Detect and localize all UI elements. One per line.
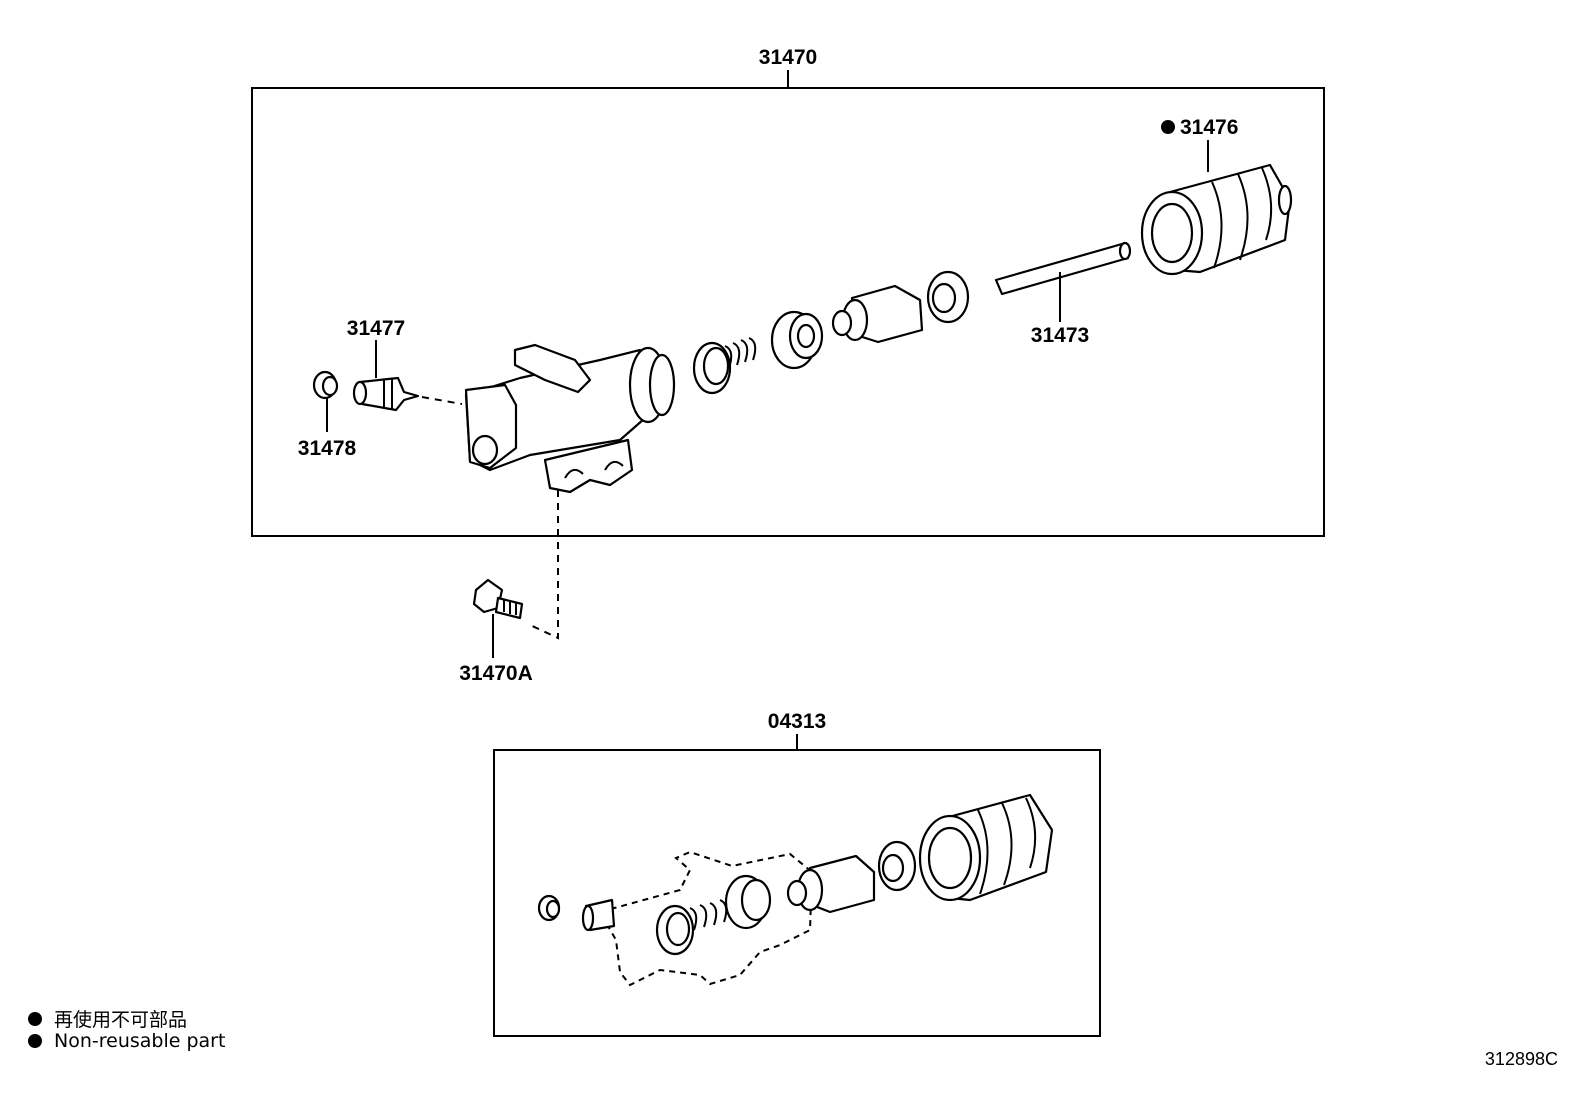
bullet-icon <box>28 1011 42 1026</box>
piston[interactable] <box>831 284 924 344</box>
legend-text-ja: 再使用不可部品 <box>54 1009 188 1031</box>
callout-31476[interactable]: 31476 <box>1180 116 1238 139</box>
kit-cup-seal[interactable] <box>724 874 772 930</box>
callout-31470[interactable]: 31470 <box>759 46 817 69</box>
bolt[interactable] <box>472 578 524 620</box>
non-reusable-mark <box>1161 120 1175 134</box>
kit-piston[interactable] <box>786 854 876 914</box>
bleeder-plug[interactable] <box>352 376 420 412</box>
cup-seal[interactable] <box>770 310 824 370</box>
callout-31470A[interactable]: 31470A <box>459 662 533 685</box>
callout-31478[interactable]: 31478 <box>298 437 357 460</box>
dashed-line-plug <box>421 396 463 405</box>
piston-cup[interactable] <box>926 270 970 324</box>
kit-spring[interactable] <box>655 899 728 956</box>
callout-31477[interactable]: 31477 <box>347 317 405 340</box>
kit-piston-cup[interactable] <box>877 840 917 892</box>
legend-line-ja: 再使用不可部品 <box>28 1005 187 1032</box>
dashed-line-bolt <box>527 490 559 640</box>
legend-line-en: Non-reusable part <box>28 1030 225 1052</box>
spring[interactable] <box>692 337 757 395</box>
push-rod[interactable] <box>994 241 1132 296</box>
figure-id: 312898C <box>1484 1049 1558 1069</box>
kit-bleeder-plug[interactable] <box>581 898 616 932</box>
legend-text-en: Non-reusable part <box>54 1030 226 1052</box>
kit-bleeder-cap[interactable] <box>537 894 561 922</box>
callout-31473[interactable]: 31473 <box>1031 324 1089 347</box>
cylinder-body[interactable] <box>464 343 676 494</box>
kit-boot[interactable] <box>918 793 1054 902</box>
bleeder-cap[interactable] <box>312 370 339 400</box>
callout-04313[interactable]: 04313 <box>768 710 826 733</box>
bullet-icon <box>28 1034 42 1048</box>
boot[interactable] <box>1140 163 1293 276</box>
